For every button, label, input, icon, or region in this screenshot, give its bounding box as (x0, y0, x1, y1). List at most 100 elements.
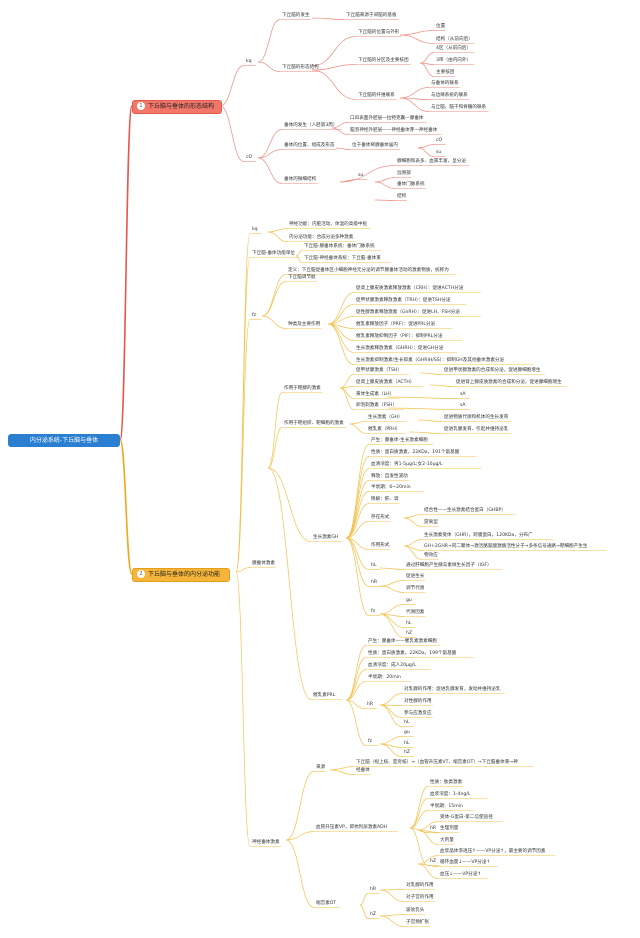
mindmap-node[interactable]: fz (368, 739, 373, 744)
mindmap-node[interactable]: 结构（从前向后） (436, 37, 473, 42)
mindmap-node[interactable]: hR (370, 887, 377, 892)
mindmap-node[interactable]: 催乳素PRL (313, 693, 336, 698)
mindmap-node[interactable]: su (358, 173, 364, 178)
mindmap-node[interactable]: 物效应 (424, 553, 438, 558)
mindmap-node[interactable]: 游离型 (424, 520, 438, 525)
mindmap-node[interactable]: 与边缘系统的联系 (431, 93, 468, 98)
mindmap-node[interactable]: 子宫颈扩张 (406, 920, 429, 925)
mindmap-node[interactable]: 生长激素（GH） (368, 415, 403, 420)
mindmap-node[interactable]: hL (406, 621, 412, 626)
mindmap-node[interactable]: 生长激素GH (313, 535, 339, 540)
mindmap-node[interactable]: 生长激素受体（GHR），跨膜蛋白，120KDa，分布广 (424, 533, 533, 538)
mindmap-node[interactable]: 脑泡神经外胚层——神经垂体芽—神经垂体 (350, 128, 438, 133)
mindmap-node[interactable]: 催乳素（PRH） (368, 427, 401, 432)
mindmap-node[interactable]: hR (430, 826, 437, 831)
mindmap-node[interactable]: 血清浓度：男1-5μg/L;女2-10μg/L (371, 462, 443, 467)
mindmap-node[interactable]: 半衰期：6~20min (371, 485, 411, 490)
mindmap-node[interactable]: 促进生长 (406, 574, 425, 579)
mindmap-node[interactable]: 与丘脑、脑干和脊髓的联系 (431, 105, 487, 110)
mindmap-node[interactable]: 对乳腺的作用：促进乳腺发育，发动并维持泌乳 (404, 687, 501, 692)
mindmap-node[interactable]: 性质：肽类激素 (430, 780, 463, 785)
mindmap-node[interactable]: 存在形式 (371, 515, 390, 520)
mindmap-node[interactable]: 通过肝细胞产生胰岛素样生长因子（IGF） (406, 563, 492, 568)
mindmap-node[interactable]: 垂体的位置、组成及形态 (284, 143, 335, 148)
mindmap-node[interactable]: 促甲状腺激素（TSH） (356, 368, 402, 373)
mindmap-node[interactable]: 下丘脑的分区及主要核团 (358, 58, 409, 63)
mindmap-node[interactable]: 结合性——生长激素结合蛋白（GHBP） (424, 508, 506, 513)
mindmap-node[interactable]: hZ (370, 912, 377, 917)
mindmap-node[interactable]: hR (367, 702, 374, 707)
mindmap-node[interactable]: 黄体生成素（LH） (356, 392, 395, 397)
mindmap-node[interactable]: 位置 (436, 24, 446, 29)
mindmap-node[interactable]: 腺垂体激素 (252, 561, 275, 566)
mindmap-node[interactable]: 垂体的发生（人胚第3周） (284, 123, 338, 128)
mindmap-node[interactable]: 受体-G蛋白-第二信使途径 (440, 815, 493, 820)
mindmap-node[interactable]: 下丘脑的发生 (282, 13, 310, 18)
mindmap-node[interactable]: 血管升压素VP，即抗利尿激素ADH (316, 825, 388, 830)
mindmap-node[interactable]: hZ (404, 750, 411, 755)
mindmap-node[interactable]: 下丘脑调节肽 (288, 275, 316, 280)
mindmap-node[interactable]: 内分泌功能：合成分泌多种激素 (289, 235, 354, 240)
mindmap-node[interactable]: 腺细胞和表多、血窦丰富，呈分泌 (397, 159, 466, 164)
mindmap-node[interactable]: hL (404, 720, 410, 725)
mindmap-node[interactable]: 垂体的微细结构 (284, 177, 317, 182)
mindmap-node[interactable]: 性质：蛋白质激素，22KDa，199个氨基酸 (368, 651, 457, 656)
mindmap-node[interactable]: 下丘脑的纤维联系 (358, 93, 395, 98)
mindmap-node[interactable]: 经垂体 (356, 768, 370, 773)
mindmap-node[interactable]: hZ (406, 631, 413, 636)
mindmap-node[interactable]: 下丘脑来源于间脑的基板 (346, 13, 397, 18)
mindmap-node[interactable]: hR (371, 580, 378, 585)
mindmap-node[interactable]: 下丘脑-垂体功能单位 (252, 251, 296, 256)
mindmap-node[interactable]: 促进甲状腺激素的合成和分泌，促进腺细胞增生 (444, 368, 541, 373)
mindmap-node[interactable]: 代谢因素 (406, 610, 425, 615)
mindmap-node[interactable]: cO (436, 138, 443, 143)
mindmap-node[interactable]: 神经功能：内脏活动、体温的高级中枢 (289, 222, 368, 227)
mindmap-node[interactable]: 生理剂量 (440, 826, 459, 831)
mindmap-node[interactable]: GH+2GHR→同二聚体→激活酪氨酸激酶活性分子→多条信号通路→靶细胞产生生 (424, 544, 588, 549)
mindmap-node[interactable]: fz (252, 313, 257, 318)
mindmap-node[interactable]: hL (404, 741, 410, 746)
mindmap-node[interactable]: 促甲状腺激素释放激素（TRH）：促进TSH分泌 (356, 298, 451, 303)
mindmap-node[interactable]: gu (404, 730, 410, 735)
mindmap-node[interactable]: 位于垂体窝腺垂体居内 (352, 143, 398, 148)
mindmap-node[interactable]: 与垂体的联系 (431, 81, 459, 86)
mindmap-node[interactable]: 血浆浓度：1-4ng/L (430, 792, 471, 797)
mindmap-node[interactable]: 3带（由内向外） (436, 58, 472, 63)
mindmap-node[interactable]: 作用形式 (371, 543, 390, 548)
mindmap-node[interactable]: kq (246, 59, 252, 64)
mindmap-node[interactable]: 对乳腺的作用 (406, 883, 434, 888)
mindmap-node[interactable]: 下丘脑-神经垂体系统：下丘脑-垂体束 (304, 256, 381, 261)
mindmap-node[interactable]: 循环血量↓——VP分泌↑ (440, 860, 491, 865)
mindmap-node[interactable]: 对子宫的作用 (406, 895, 434, 900)
mindmap-node[interactable]: 下丘脑的位置与外形 (358, 30, 400, 35)
mindmap-node[interactable]: 血浆晶体渗透压↑——VP分泌↑，最主要的调节因素 (440, 849, 546, 854)
mindmap-node[interactable]: 释放：自发性波动 (371, 474, 408, 479)
mindmap-node[interactable]: 种类及主要作用 (288, 322, 321, 327)
mindmap-node[interactable]: 生长激素释放激素（GHRH）：促进GH分泌 (356, 346, 444, 351)
mindmap-node[interactable]: 促进乳腺发育、引起并维持泌乳 (444, 427, 509, 432)
mindmap-node[interactable]: 对性腺的作用 (404, 699, 432, 704)
mindmap-node[interactable]: hZ (430, 859, 437, 864)
mindmap-node[interactable]: cO (246, 155, 253, 160)
mindmap-node[interactable]: 下丘脑-腺垂体系统：垂体门脉系统 (304, 244, 375, 249)
mindmap-node[interactable]: 促肾上腺皮质激素释放激素（CRH）：促进ACTH分泌 (356, 286, 464, 291)
mindmap-node[interactable]: 下丘脑（视上核、室旁核）→（血管升压素VT、缩宫素OT）→下丘脑垂体束→神 (356, 760, 518, 765)
mindmap-node[interactable]: 作用于靶组织、靶细胞的激素 (284, 421, 344, 426)
mindmap-node[interactable]: hL (371, 563, 377, 568)
mindmap-node[interactable]: 血清浓度：成人20μg/L (368, 663, 416, 668)
mindmap-node[interactable]: 血压↓——VP分泌↑ (440, 872, 482, 877)
mindmap-node[interactable]: 参与应激反应 (404, 711, 432, 716)
mindmap-node[interactable]: 生长激素抑制激素/生长抑素（GHRIH/SS）：抑制GH及其他垂体激素分泌 (356, 358, 505, 363)
mindmap-node[interactable]: fz (371, 609, 376, 614)
mindmap-node[interactable]: gu (406, 598, 412, 603)
mindmap-node[interactable]: 主要核团 (436, 70, 455, 75)
mindmap-node[interactable]: 结构 (397, 194, 407, 199)
mindmap-node[interactable]: 半衰期：15min (430, 804, 463, 809)
mindmap-node[interactable]: kq (252, 227, 258, 232)
mindmap-node[interactable]: 吸吮乳头 (406, 908, 425, 913)
mindmap-node[interactable]: 催乳素释放因子（PRF）：促进PRL分泌 (356, 322, 436, 327)
mindmap-node[interactable]: 半衰期：20min (368, 675, 401, 680)
mindmap-node[interactable]: 催乳素释放抑制因子（PIF）：抑制PRL分泌 (356, 334, 443, 339)
